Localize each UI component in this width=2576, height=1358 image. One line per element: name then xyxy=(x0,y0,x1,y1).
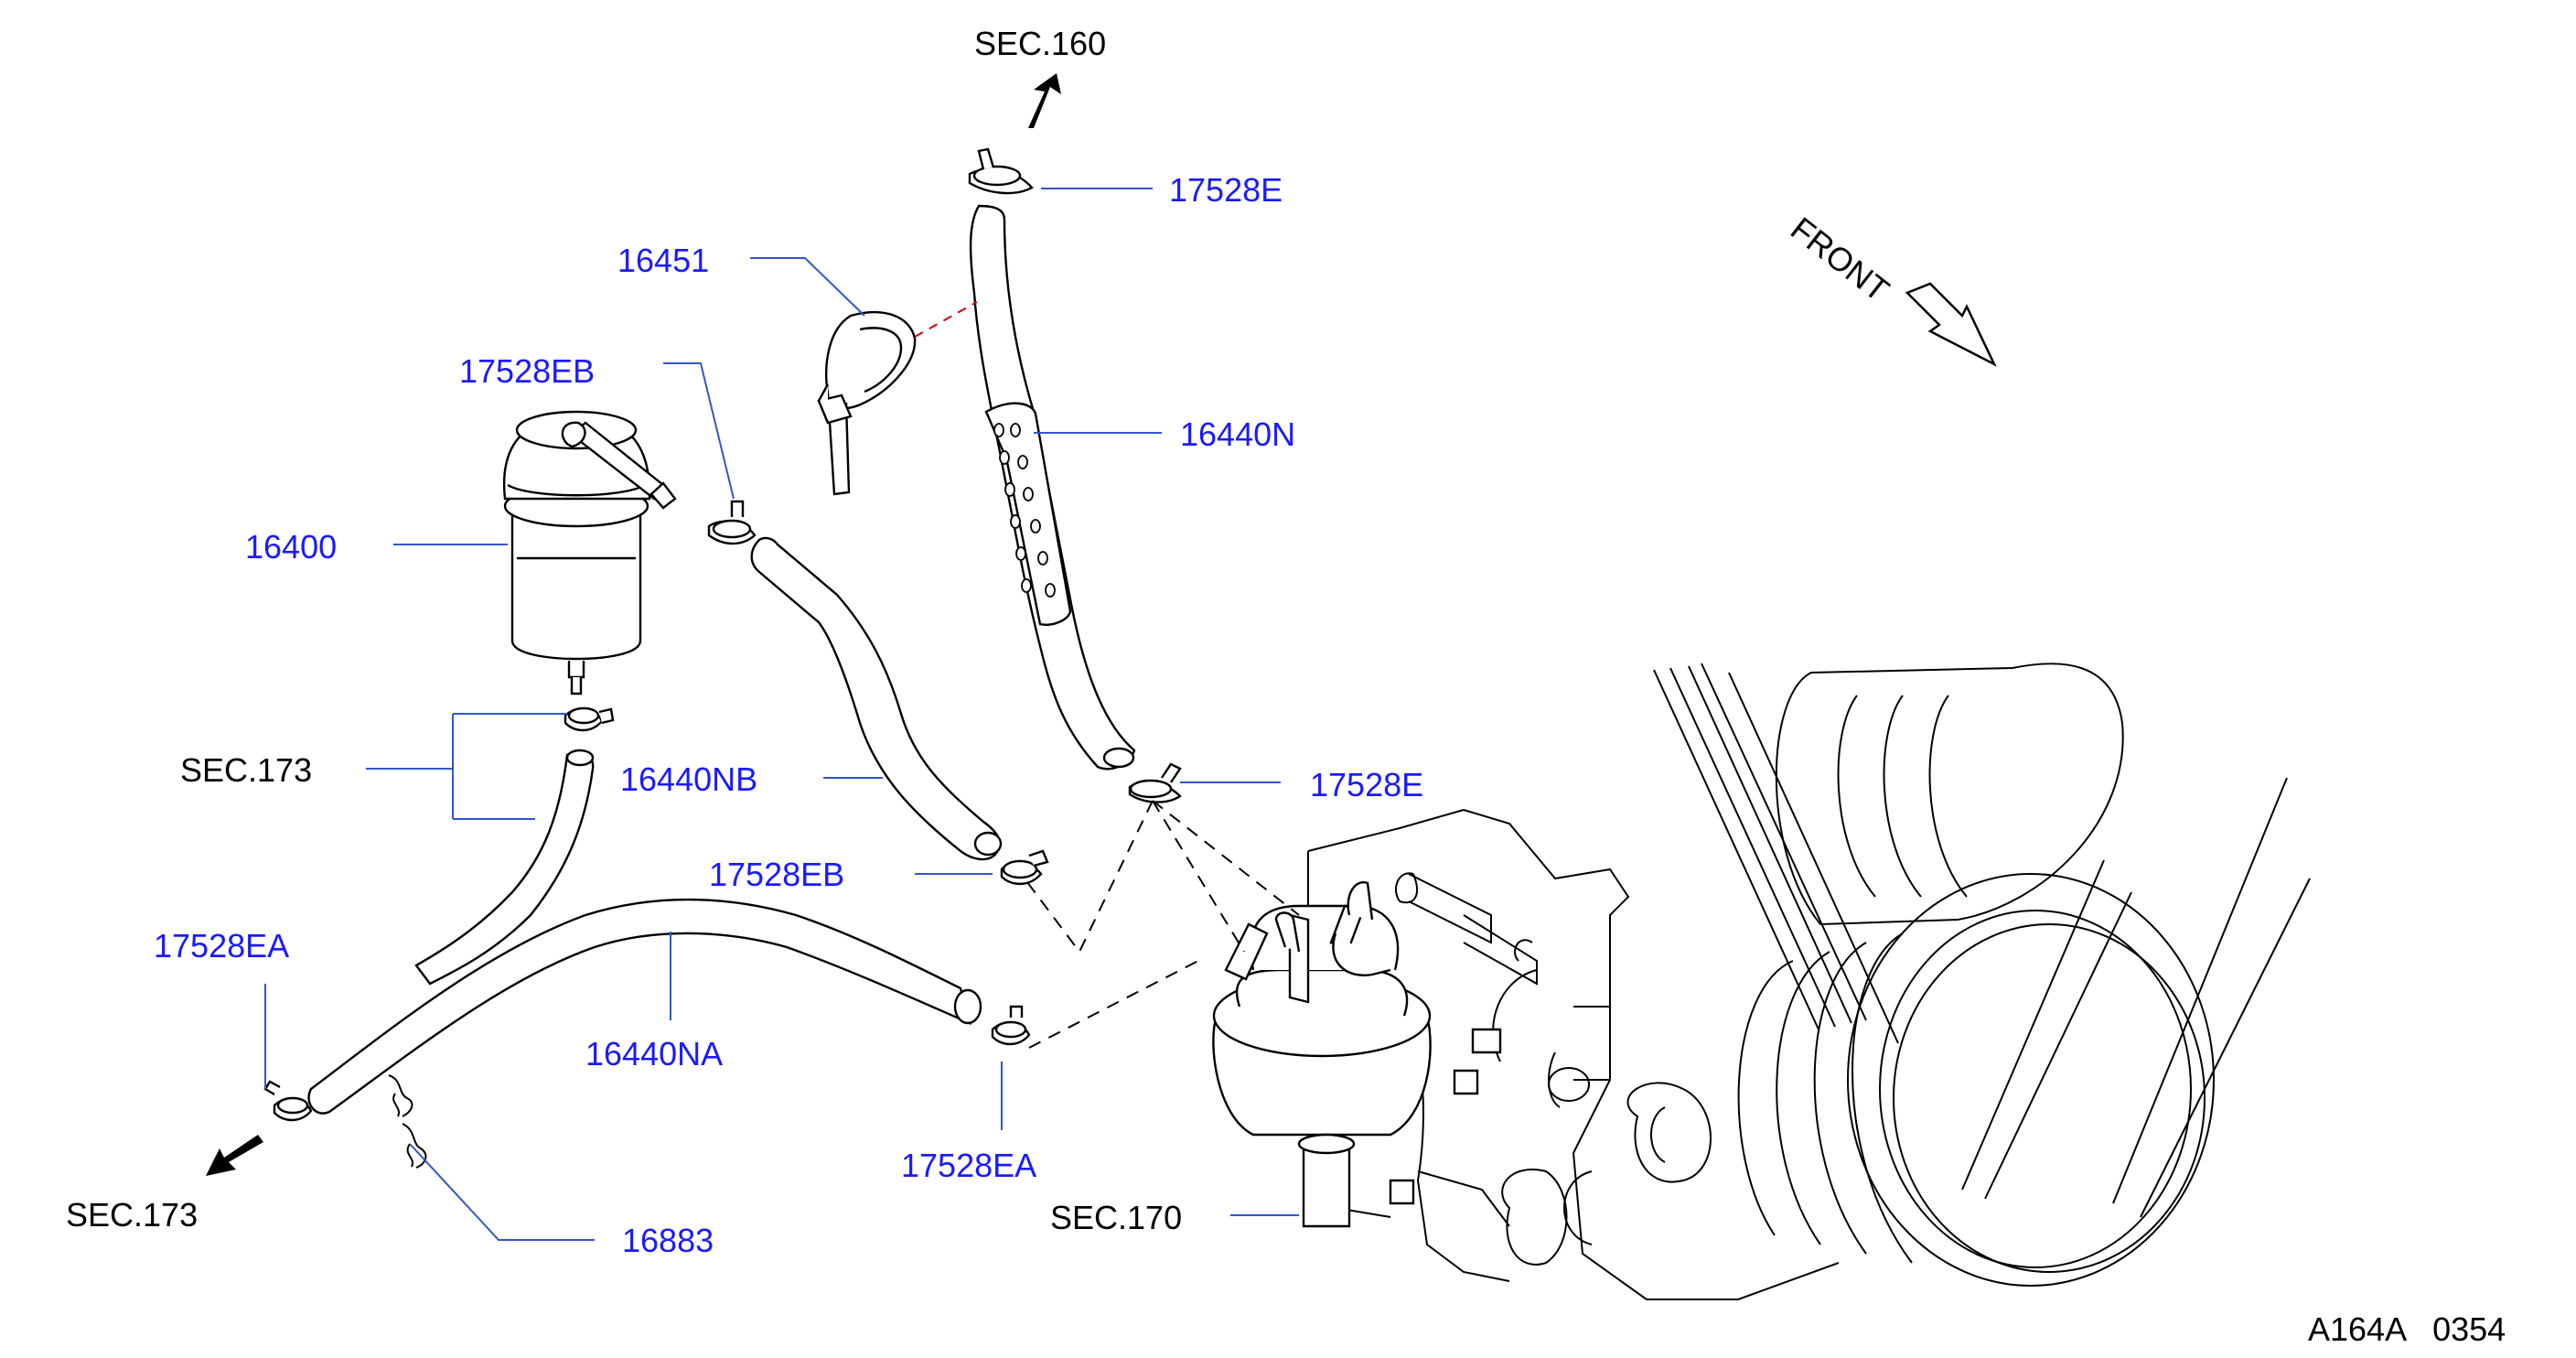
hose-clamp-17528E-mid xyxy=(1128,762,1182,803)
clamp-16451-drawing xyxy=(817,311,917,496)
callout-labels: 16451 17528EB 16400 17528E 16440N 17528E… xyxy=(66,25,2506,1348)
hose-16440N-drawing xyxy=(969,204,1136,771)
hose-clamp-17528E-top xyxy=(968,147,1034,195)
hose-perforations xyxy=(993,423,1056,598)
hose-16440NB-drawing xyxy=(750,536,1003,861)
arrow-icon-sec160 xyxy=(1028,73,1061,128)
hose-clamp-17528EA-right xyxy=(991,1005,1031,1046)
hose-clamp-sec173-top xyxy=(564,706,615,732)
front-label: FRONT xyxy=(1784,210,1896,309)
label-17528EB-top: 17528EB xyxy=(459,352,595,390)
label-17528EA-left: 17528EA xyxy=(154,927,289,965)
ref-sec173-mid: SEC.173 xyxy=(180,751,312,789)
fuel-filter-drawing xyxy=(502,410,677,695)
clip-16883-drawing xyxy=(388,1074,427,1169)
hose-sec173-drawing xyxy=(414,749,595,986)
arrow-icon-sec173 xyxy=(206,1135,263,1176)
ref-sec160: SEC.160 xyxy=(974,25,1106,62)
hose-16440NA-drawing xyxy=(307,898,982,1115)
fuel-pump-drawing xyxy=(1212,881,1502,1228)
label-16451: 16451 xyxy=(617,242,709,279)
label-16440NA: 16440NA xyxy=(585,1035,723,1072)
hose-clamp-17528EB-top xyxy=(707,500,757,545)
clamp-guide-line xyxy=(914,301,978,338)
label-17528EA-right: 17528EA xyxy=(901,1147,1036,1184)
hose-clamp-17528EB-mid xyxy=(1000,849,1049,886)
drawing-code: A164A 0354 xyxy=(2308,1310,2506,1348)
front-arrow-icon xyxy=(1905,282,1997,367)
leader-lines xyxy=(264,188,1299,1241)
label-17528E-top: 17528E xyxy=(1169,171,1283,209)
ref-sec170: SEC.170 xyxy=(1050,1199,1182,1236)
routing-dashed-lines xyxy=(914,301,1300,1049)
label-16400: 16400 xyxy=(245,528,337,566)
ref-sec173-bottom: SEC.173 xyxy=(66,1196,198,1234)
label-16883: 16883 xyxy=(622,1222,714,1259)
label-16440N: 16440N xyxy=(1180,415,1295,453)
label-17528E-mid: 17528E xyxy=(1310,766,1423,803)
hose-clamp-17528EA-left xyxy=(263,1080,313,1122)
label-17528EB-mid: 17528EB xyxy=(709,856,844,893)
engine-block-drawing xyxy=(1307,663,2311,1300)
label-16440NB: 16440NB xyxy=(620,760,757,798)
